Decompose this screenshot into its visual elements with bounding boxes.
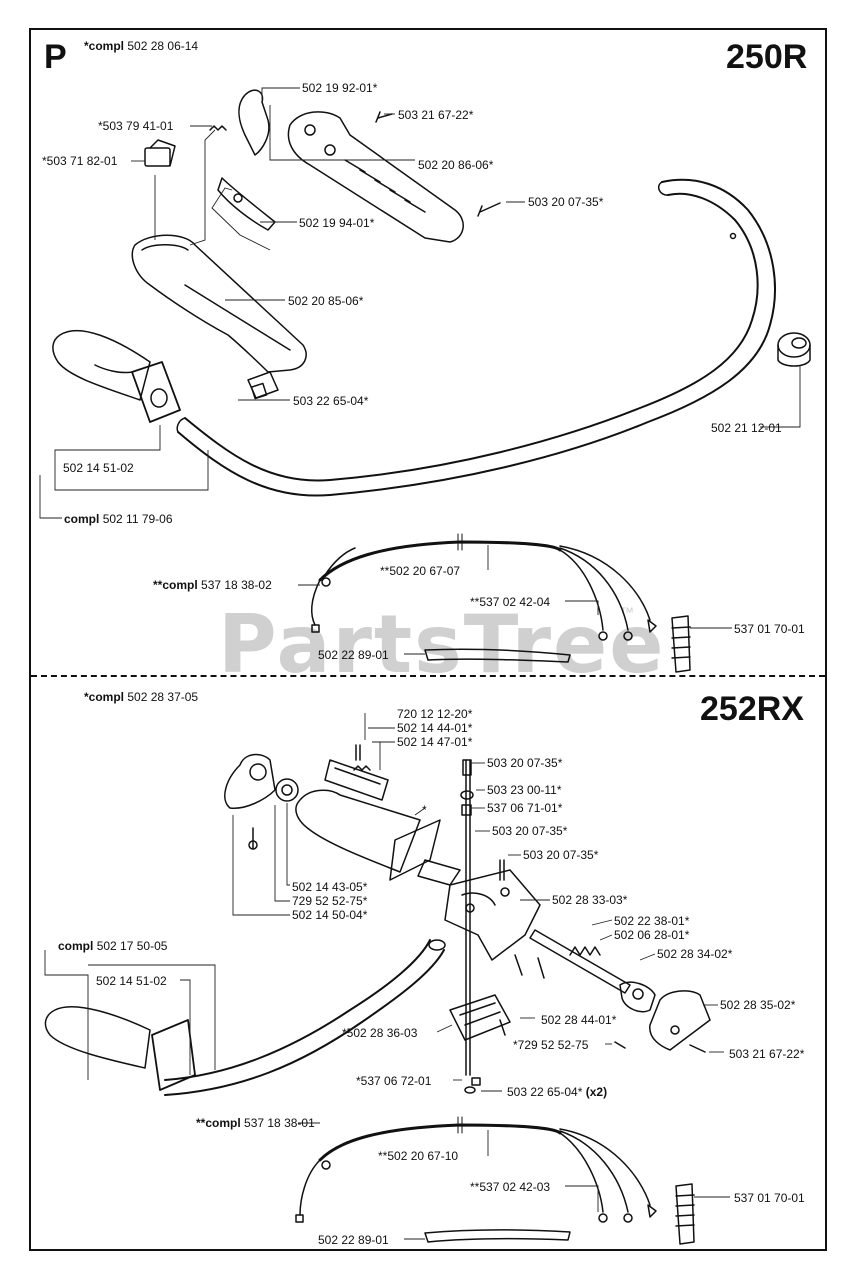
grip <box>52 329 181 423</box>
handle-body-bottom <box>295 759 461 886</box>
part-label: 502 14 50-04* <box>292 908 368 922</box>
part-label: 502 28 33-03* <box>552 893 628 907</box>
part-label: *503 71 82-01 <box>42 154 118 168</box>
part-label: *503 79 41-01 <box>98 119 174 133</box>
part-label: 720 12 12-20* <box>397 707 473 721</box>
part-label: 503 20 07-35* <box>492 824 568 838</box>
cable-housing <box>514 929 656 1013</box>
part-label: 503 21 67-22* <box>729 1047 805 1061</box>
throttle-cable-top <box>424 648 571 663</box>
handle-bar-tube <box>164 939 446 1096</box>
kit-number: 502 28 06-14 <box>127 39 199 53</box>
part-label: 502 14 44-01* <box>397 721 473 735</box>
part-label: 537 01 70-01 <box>734 622 805 636</box>
kit-label: compl 502 17 50-05 <box>58 939 168 953</box>
part-label-with-qty: 503 22 65-04* (x2) <box>507 1085 608 1099</box>
part-label: 502 22 89-01 <box>318 1233 389 1247</box>
kit-prefix: *compl <box>84 39 125 53</box>
part-label: **537 02 42-03 <box>470 1180 551 1194</box>
diagram-frame <box>29 28 827 1251</box>
kit-label-top: *compl 502 28 06-14 <box>84 39 198 53</box>
part-label: **537 02 42-04 <box>470 595 551 609</box>
part-label: 502 14 51-02 <box>63 461 134 475</box>
part-label: 503 23 00-11* <box>487 783 562 797</box>
trigger-assembly <box>224 744 371 850</box>
part-label: **502 20 67-07 <box>380 564 461 578</box>
part-label: 537 01 70-01 <box>734 1191 805 1205</box>
part-label: *729 52 52-75 <box>513 1038 589 1052</box>
small-parts-top <box>144 111 501 217</box>
kit-prefix: *compl <box>84 690 125 704</box>
clamp-assembly <box>444 759 541 1076</box>
leader-lines <box>39 87 801 1240</box>
part-label: 537 06 71-01* <box>487 801 563 815</box>
part-label: *502 28 36-03 <box>342 1026 418 1040</box>
section-letter: P <box>44 38 67 76</box>
part-label: * <box>422 803 427 817</box>
part-label: 503 22 65-04* <box>293 394 369 408</box>
part-label: 503 20 07-35* <box>523 848 599 862</box>
throttle-lever <box>217 89 276 231</box>
loop-handle-bar <box>176 178 776 497</box>
part-label: 502 28 34-02* <box>657 947 733 961</box>
model-252rx: 252RX <box>700 690 804 728</box>
part-label: 502 19 92-01* <box>302 81 378 95</box>
part-label: 502 14 51-02 <box>96 974 167 988</box>
part-label: 502 06 28-01* <box>614 928 690 942</box>
part-label: 502 22 38-01* <box>614 914 690 928</box>
part-label: 502 14 43-05* <box>292 880 368 894</box>
kit-label: compl 502 11 79-06 <box>64 512 173 526</box>
part-label: 502 19 94-01* <box>299 216 375 230</box>
part-label: 502 22 89-01 <box>318 648 389 662</box>
part-label: **502 20 67-10 <box>378 1149 459 1163</box>
model-250r: 250R <box>726 38 808 76</box>
cable-harness-bottom <box>295 1116 657 1223</box>
part-label: 502 20 86-06* <box>418 158 494 172</box>
kit-label-bottom: *compl 502 28 37-05 <box>84 690 198 704</box>
kit-number: 502 28 37-05 <box>127 690 199 704</box>
part-label: 502 20 85-06* <box>288 294 364 308</box>
rubber-boot-top <box>671 615 691 673</box>
handle-cover <box>287 111 464 243</box>
part-label: 502 28 35-02* <box>720 998 796 1012</box>
screws-bottom <box>460 759 626 1094</box>
throttle-cable-bottom <box>424 1229 571 1243</box>
part-label: 503 20 07-35* <box>487 756 563 770</box>
part-label: 502 28 44-01* <box>541 1013 617 1027</box>
part-label: 503 20 07-35* <box>528 195 604 209</box>
throttle-handle <box>131 234 307 400</box>
kit-label: **compl 537 18 38-02 <box>153 578 272 592</box>
part-label: 502 14 47-01* <box>397 735 473 749</box>
cover-plate-bottom <box>649 990 711 1053</box>
kit-label: **compl 537 18 38-01 <box>196 1116 315 1130</box>
grip-bottom <box>44 1006 196 1091</box>
watermark-trademark: ™ <box>620 604 634 620</box>
part-label: 503 21 67-22* <box>398 108 474 122</box>
part-label: 729 52 52-75* <box>292 894 368 908</box>
watermark: PartsTree <box>218 598 666 691</box>
rubber-boot-bottom <box>675 1183 695 1245</box>
part-label: *537 06 72-01 <box>356 1074 432 1088</box>
section-separator <box>31 675 825 677</box>
loop-clamp <box>777 332 811 367</box>
part-label: 502 21 12-01 <box>711 421 782 435</box>
cable-harness-top <box>310 533 657 641</box>
